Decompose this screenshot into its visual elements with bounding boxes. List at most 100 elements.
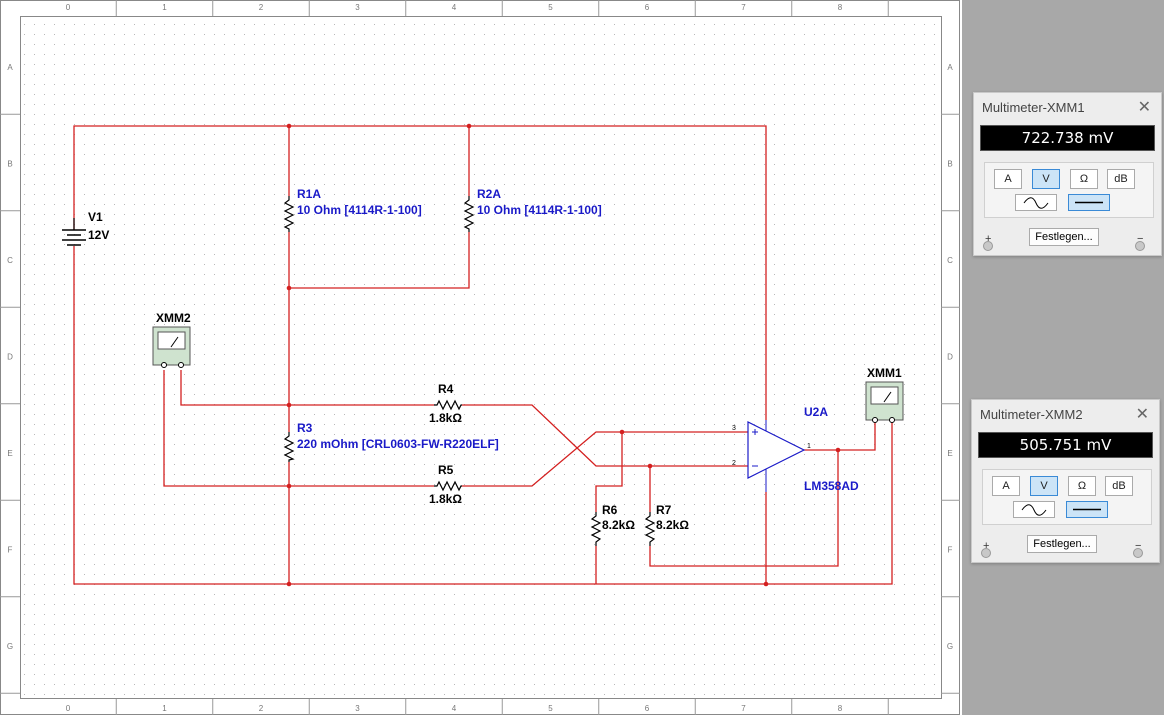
opamp-pin2: 2 [732,460,736,467]
ruler-bottom-0: 0 [66,704,71,713]
r3-value: 220 mOhm [CRL0603-FW-R220ELF] [297,437,499,451]
r7-name: R7 [656,503,672,517]
mode-volt-button[interactable]: V [1032,169,1060,189]
r1a-value: 10 Ohm [4114R-1-100] [297,203,422,217]
dc-wave-button[interactable] [1068,194,1110,211]
ruler-right-G: G [947,642,953,651]
set-button[interactable]: Festlegen... [1029,228,1099,246]
ruler-top-8: 8 [838,3,843,12]
opamp-u2a[interactable]: 3 2 1 U2A LM358AD [732,405,859,493]
ruler-left-C: C [7,256,13,265]
xmm2-name: XMM2 [156,311,191,325]
ruler-right-A: A [947,63,953,72]
opamp-name: U2A [804,405,828,419]
r7-value: 8.2kΩ [656,518,689,532]
wire-bottom-rail [73,246,893,585]
mode-db-button[interactable]: dB [1105,476,1133,496]
ruler-top-2: 2 [259,3,264,12]
ruler-right-E: E [947,449,952,458]
multimeter-xmm1-symbol[interactable]: XMM1 [865,366,904,423]
r2a-name: R2A [477,187,501,201]
ruler-right-D: D [947,353,953,362]
ruler-top-3: 3 [355,3,360,12]
dc-wave-button[interactable] [1066,501,1108,518]
multimeter-panel-xmm1[interactable]: Multimeter-XMM1 ✕ 722.738 mV A V Ω dB + … [973,92,1162,256]
minus-terminal-label: − [1137,233,1144,245]
plus-terminal-label: + [985,233,992,245]
r6-value: 8.2kΩ [602,518,635,532]
meter-display: 722.738 mV [980,125,1155,151]
close-icon[interactable]: ✕ [1135,406,1149,423]
ruler-top-0: 0 [66,3,71,12]
ruler-left-A: A [7,63,13,72]
ruler-top-6: 6 [645,3,650,12]
ac-wave-button[interactable] [1015,194,1057,211]
junctions [286,123,841,587]
mode-ohm-button[interactable]: Ω [1068,476,1096,496]
ruler-bottom-4: 4 [452,704,457,713]
r5-name: R5 [438,463,454,477]
ruler-left-D: D [7,353,13,362]
multimeter-panel-xmm2[interactable]: Multimeter-XMM2 ✕ 505.751 mV A V Ω dB + … [971,399,1160,563]
ruler-bottom-8: 8 [838,704,843,713]
ruler-top-4: 4 [452,3,457,12]
ac-wave-button[interactable] [1013,501,1055,518]
sine-wave-icon [1021,504,1047,516]
r4-value: 1.8kΩ [429,411,462,425]
multimeter-xmm2-symbol[interactable]: XMM2 [152,311,191,368]
ruler-bottom-6: 6 [645,704,650,713]
v1-value: 12V [88,228,109,242]
r3-name: R3 [297,421,313,435]
ruler-bottom-2: 2 [259,704,264,713]
battery-v1[interactable]: V1 12V [62,210,109,246]
r1a-name: R1A [297,187,321,201]
plus-terminal[interactable] [981,548,991,558]
ruler-left-E: E [7,449,12,458]
mode-db-button[interactable]: dB [1107,169,1135,189]
plus-terminal[interactable] [983,241,993,251]
ruler-top-1: 1 [162,3,167,12]
ruler-top-7: 7 [741,3,746,12]
panel-title: Multimeter-XMM2 [980,407,1083,422]
minus-terminal[interactable] [1133,548,1143,558]
r6-name: R6 [602,503,618,517]
ruler-bottom-7: 7 [741,704,746,713]
ruler-left-F: F [8,546,13,555]
panel-title: Multimeter-XMM1 [982,100,1085,115]
resistor-bodies [283,196,656,546]
mode-ampere-button[interactable]: A [992,476,1020,496]
mode-ohm-button[interactable]: Ω [1070,169,1098,189]
sine-wave-icon [1023,197,1049,209]
ruler-right-C: C [947,256,953,265]
set-button[interactable]: Festlegen... [1027,535,1097,553]
ruler-bottom-1: 1 [162,704,167,713]
ruler-left-B: B [7,160,12,169]
xmm1-name: XMM1 [867,366,902,380]
dc-line-icon [1073,508,1101,511]
mode-ampere-button[interactable]: A [994,169,1022,189]
opamp-pin1: 1 [807,443,811,450]
mode-group: A V Ω dB [984,162,1154,218]
meter-display: 505.751 mV [978,432,1153,458]
close-icon[interactable]: ✕ [1137,99,1151,116]
opamp-pin3: 3 [732,425,736,432]
ruler-right-B: B [947,160,952,169]
opamp-part: LM358AD [804,479,859,493]
r5-value: 1.8kΩ [429,492,462,506]
r4-name: R4 [438,382,454,396]
ruler-right-F: F [948,546,953,555]
wires [73,125,893,585]
mode-volt-button[interactable]: V [1030,476,1058,496]
plus-terminal-label: + [983,540,990,552]
r2a-value: 10 Ohm [4114R-1-100] [477,203,602,217]
minus-terminal[interactable] [1135,241,1145,251]
ruler-bottom-5: 5 [548,704,553,713]
wire-top-rail [73,125,767,420]
v1-name: V1 [88,210,103,224]
ruler-left-G: G [7,642,13,651]
dc-line-icon [1075,201,1103,204]
ruler-top-5: 5 [548,3,553,12]
